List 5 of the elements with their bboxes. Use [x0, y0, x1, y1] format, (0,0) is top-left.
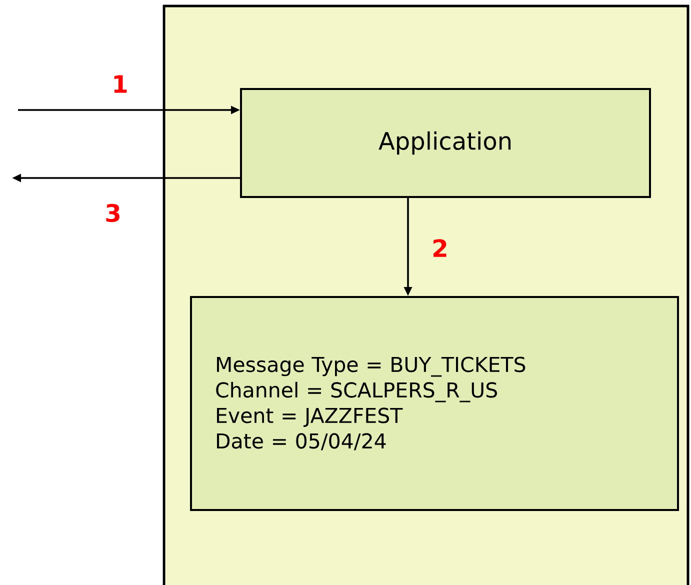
step-number: 2: [434, 239, 446, 257]
step-number: 1: [114, 75, 127, 93]
process-box: Application: [240, 88, 651, 198]
message-box: Message Type = BUY_TICKETS Channel = SCALPERS_R_US Event = JAZZFEST Date = 05/04/24: [190, 296, 679, 511]
step-number: 3: [106, 204, 120, 222]
